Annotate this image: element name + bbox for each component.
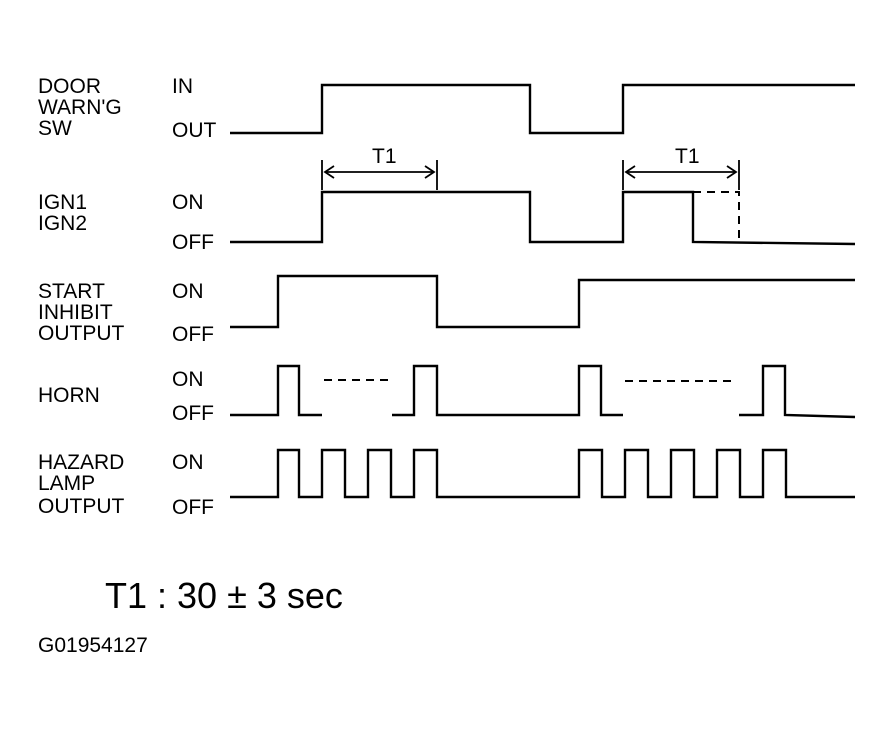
signal-name-line: LAMP [38,472,95,495]
waveform-horn-segment [392,364,623,417]
state-label-low: OFF [172,231,214,254]
row-door-warning-switch: DOOR WARN'G SW IN OUT [38,75,855,142]
signal-name-line: DOOR [38,75,101,98]
row-ignition: IGN1 IGN2 ON OFF [38,190,856,254]
state-label-low: OFF [172,323,214,346]
state-label-low: OFF [172,496,214,519]
waveform-hazard-lamp-output [230,448,855,499]
signal-name-line: WARN'G [38,96,122,119]
state-label-high: ON [172,280,204,303]
interval-definition: T1 : 30 ± 3 sec [105,575,343,616]
signal-name-line: OUTPUT [38,495,125,518]
signal-name-line: START [38,280,105,303]
state-label-low: OFF [172,402,214,425]
waveform-ignition-alternate [693,191,740,242]
row-hazard-lamp-output: HAZARD LAMP OUTPUT ON OFF [38,448,855,519]
signal-name-line: IGN2 [38,212,87,235]
row-start-inhibit-output: START INHIBIT OUTPUT ON OFF [38,274,855,346]
waveform-horn-segment [739,364,856,419]
signal-name-line: IGN1 [38,191,87,214]
state-label-low: OUT [172,119,217,142]
state-label-high: IN [172,75,193,98]
figure-code: G01954127 [38,634,148,657]
signal-name-line: OUTPUT [38,322,125,345]
signal-name-line: INHIBIT [38,301,113,324]
signal-name-line: HORN [38,384,100,407]
waveform-horn-segment [230,364,322,417]
signal-name-line: HAZARD [38,451,124,474]
state-label-high: ON [172,368,204,391]
interval-marker-2: T1 [622,145,740,190]
interval-label: T1 [372,145,397,168]
waveform-ignition [230,190,856,246]
state-label-high: ON [172,191,204,214]
interval-marker-1: T1 [321,145,438,190]
signal-name-line: SW [38,117,72,140]
waveform-start-inhibit-output [230,274,855,329]
interval-label: T1 [675,145,700,168]
waveform-door-warning-switch [230,83,855,135]
state-label-high: ON [172,451,204,474]
row-horn: HORN ON OFF [38,364,856,425]
